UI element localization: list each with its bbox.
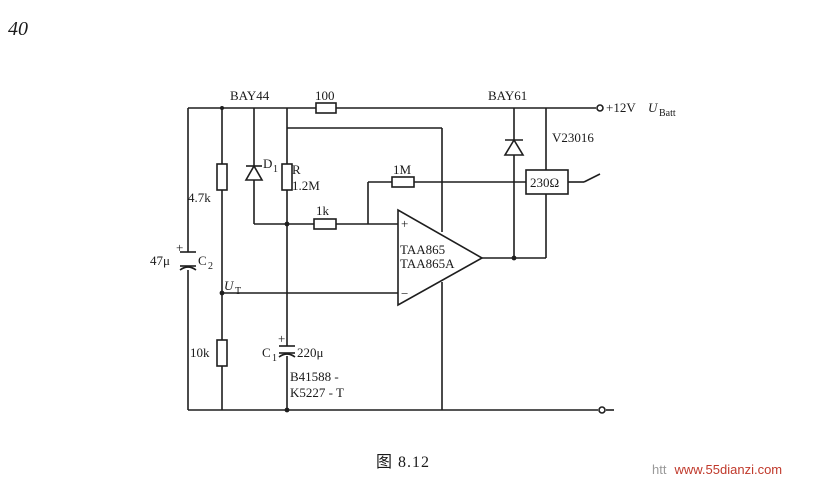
op-amp-taa865 (397, 208, 484, 307)
label-c2-value: 47μ (150, 253, 170, 268)
label-1m: 1M (393, 162, 412, 177)
label-relay-model: V23016 (552, 130, 594, 145)
label-c1-plus: + (278, 331, 285, 346)
label-10k: 10k (190, 345, 210, 360)
watermark-prefix: htt (652, 462, 667, 477)
label-c2-sub: 2 (208, 261, 213, 272)
label-supply-u: U (648, 100, 659, 115)
label-r: R (292, 162, 301, 177)
label-part-line2: K5227 - T (290, 385, 344, 400)
label-c1-sub: 1 (272, 353, 277, 364)
capacitor-c1 (278, 345, 296, 358)
watermark-site: www.55dianzi.com (674, 462, 783, 477)
label-relay-coil: 230Ω (530, 175, 559, 190)
label-part-line1: B41588 - (290, 369, 339, 384)
label-bay44: BAY44 (230, 88, 270, 103)
label-plus-input: + (401, 216, 408, 231)
label-4-7k: 4.7k (188, 190, 211, 205)
label-d1: D (263, 156, 272, 171)
label-ut-sub: T (235, 286, 241, 297)
label-bay61: BAY61 (488, 88, 527, 103)
terminal-supply (596, 104, 604, 112)
diode-bay61 (503, 138, 525, 156)
label-100: 100 (315, 88, 335, 103)
label-ic-line1: TAA865 (400, 242, 445, 257)
label-c2-plus: + (176, 240, 183, 255)
resistor-1k (313, 218, 337, 230)
label-1k: 1k (316, 203, 330, 218)
diode-d1 (244, 164, 264, 181)
terminal-ground (598, 406, 606, 414)
label-supply-sub: Batt (659, 108, 676, 119)
page-number: 40 (8, 18, 28, 40)
resistor-10k (216, 339, 228, 367)
resistor-r-1-2m (281, 163, 293, 191)
label-ut: U (224, 278, 235, 293)
label-ic-line2: TAA865A (400, 256, 455, 271)
label-c1-value: 220μ (297, 345, 324, 360)
label-c2-name: C (198, 253, 207, 268)
figure-caption: 图 8.12 (376, 454, 431, 471)
resistor-4-7k (216, 163, 228, 191)
watermark: htt www.55dianzi.com (652, 462, 782, 477)
junction-dots (219, 106, 517, 413)
resistor-100 (315, 102, 337, 114)
label-supply-voltage: +12V (606, 100, 636, 115)
label-r-value: 1.2M (292, 178, 320, 193)
resistor-1m (391, 176, 415, 188)
label-d1-sub: 1 (273, 164, 278, 175)
label-c1-name: C (262, 345, 271, 360)
wires (187, 107, 601, 411)
relay-coil (525, 169, 569, 195)
label-minus-input: − (401, 286, 408, 301)
capacitor-c2 (179, 251, 197, 271)
